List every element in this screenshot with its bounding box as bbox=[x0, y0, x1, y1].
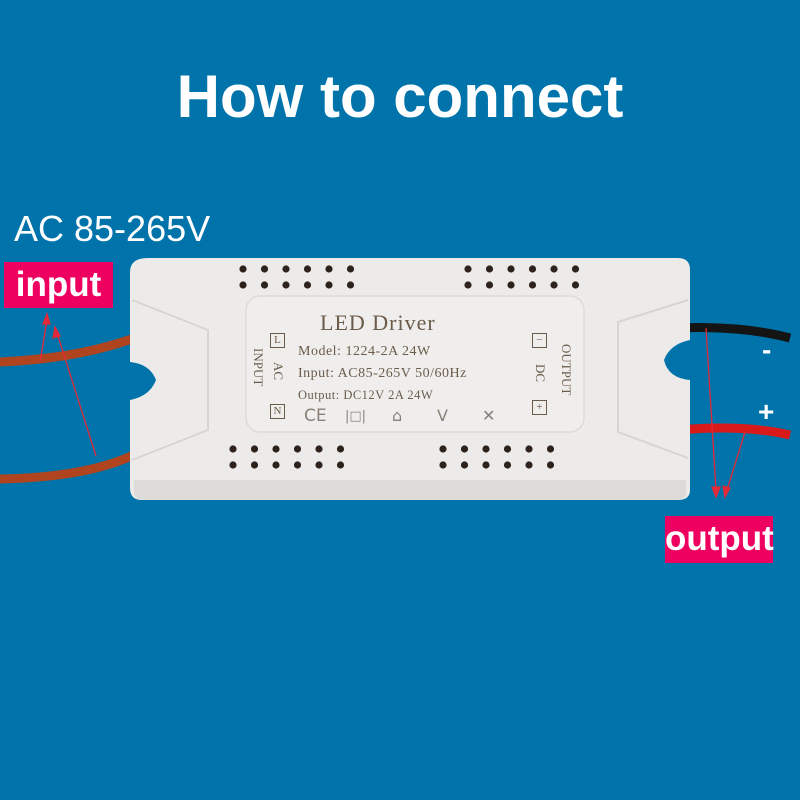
vent-hole bbox=[250, 461, 259, 469]
vent-hole bbox=[229, 461, 237, 469]
vent-hole bbox=[272, 461, 280, 469]
side-label-input: INPUT bbox=[251, 348, 266, 387]
vent-hole bbox=[503, 445, 512, 453]
vent-hole bbox=[482, 461, 490, 469]
vent-hole bbox=[482, 445, 490, 453]
vent-hole bbox=[325, 281, 333, 289]
output-arrows bbox=[705, 327, 746, 499]
vent-hole bbox=[460, 461, 469, 469]
vent-hole bbox=[464, 265, 472, 273]
vent-hole bbox=[260, 265, 269, 273]
output-wire-negative bbox=[679, 322, 792, 343]
terminal-n: N bbox=[270, 404, 285, 419]
vent-hole bbox=[229, 445, 237, 453]
ce-mark-icon: CE bbox=[304, 406, 327, 426]
negative-polarity-label: - bbox=[762, 334, 772, 365]
input-wire-top bbox=[0, 331, 145, 367]
input-wire-bottom bbox=[0, 447, 145, 484]
vent-hole bbox=[336, 461, 345, 469]
output-wire-positive bbox=[679, 423, 792, 440]
vent-hole bbox=[525, 445, 533, 453]
vent-hole bbox=[293, 445, 302, 453]
terminal-minus: − bbox=[532, 333, 547, 348]
vent-holes bbox=[229, 265, 580, 469]
vent-hole bbox=[525, 461, 533, 469]
vent-hole bbox=[346, 265, 355, 273]
vent-hole bbox=[571, 281, 580, 289]
vent-hole bbox=[260, 281, 269, 289]
vent-hole bbox=[303, 265, 312, 273]
vent-hole bbox=[439, 445, 447, 453]
vent-hole bbox=[485, 265, 494, 273]
side-label-output: OUTPUT bbox=[559, 344, 574, 396]
vent-hole bbox=[546, 461, 555, 469]
device-name: LED Driver bbox=[320, 310, 436, 335]
vent-hole bbox=[272, 445, 280, 453]
vent-hole bbox=[546, 445, 555, 453]
vent-hole bbox=[439, 461, 447, 469]
vent-hole bbox=[346, 281, 355, 289]
device-input-spec: Input: AC85-265V 50/60Hz bbox=[298, 366, 467, 381]
positive-polarity-label: + bbox=[758, 396, 775, 427]
vent-hole bbox=[325, 265, 333, 273]
vent-hole bbox=[282, 281, 290, 289]
input-arrows bbox=[39, 312, 97, 457]
vent-hole bbox=[336, 445, 345, 453]
vent-hole bbox=[239, 281, 247, 289]
vent-hole bbox=[303, 281, 312, 289]
vent-hole bbox=[293, 461, 302, 469]
device-model: Model: 1224-2A 24W bbox=[298, 344, 431, 359]
weee-bin-icon: ✕ bbox=[482, 406, 496, 425]
vent-hole bbox=[528, 281, 537, 289]
vent-hole bbox=[460, 445, 469, 453]
vent-hole bbox=[528, 265, 537, 273]
vent-hole bbox=[485, 281, 494, 289]
f-mark-icon: V bbox=[437, 406, 448, 425]
vent-hole bbox=[315, 461, 323, 469]
terminal-l: L bbox=[270, 333, 285, 348]
indoor-use-icon: ⌂ bbox=[392, 406, 403, 425]
vent-hole bbox=[282, 265, 290, 273]
input-tag: input bbox=[4, 262, 113, 308]
vent-hole bbox=[507, 281, 515, 289]
class-ii-icon: |□| bbox=[345, 409, 367, 424]
side-label-ac: AC bbox=[271, 362, 286, 381]
led-driver-housing bbox=[130, 258, 690, 500]
output-tag: output bbox=[665, 516, 774, 563]
vent-hole bbox=[571, 265, 580, 273]
vent-hole bbox=[250, 445, 259, 453]
vent-hole bbox=[507, 265, 515, 273]
page-title: How to connect bbox=[176, 63, 624, 130]
vent-hole bbox=[550, 281, 558, 289]
vent-hole bbox=[550, 265, 558, 273]
side-label-dc: DC bbox=[533, 364, 548, 383]
vent-hole bbox=[464, 281, 472, 289]
vent-hole bbox=[503, 461, 512, 469]
ac-voltage-label: AC 85-265V bbox=[14, 208, 211, 249]
terminal-plus: + bbox=[532, 400, 547, 415]
vent-hole bbox=[239, 265, 247, 273]
device-output-spec: Output: DC12V 2A 24W bbox=[298, 388, 434, 402]
vent-hole bbox=[315, 445, 323, 453]
